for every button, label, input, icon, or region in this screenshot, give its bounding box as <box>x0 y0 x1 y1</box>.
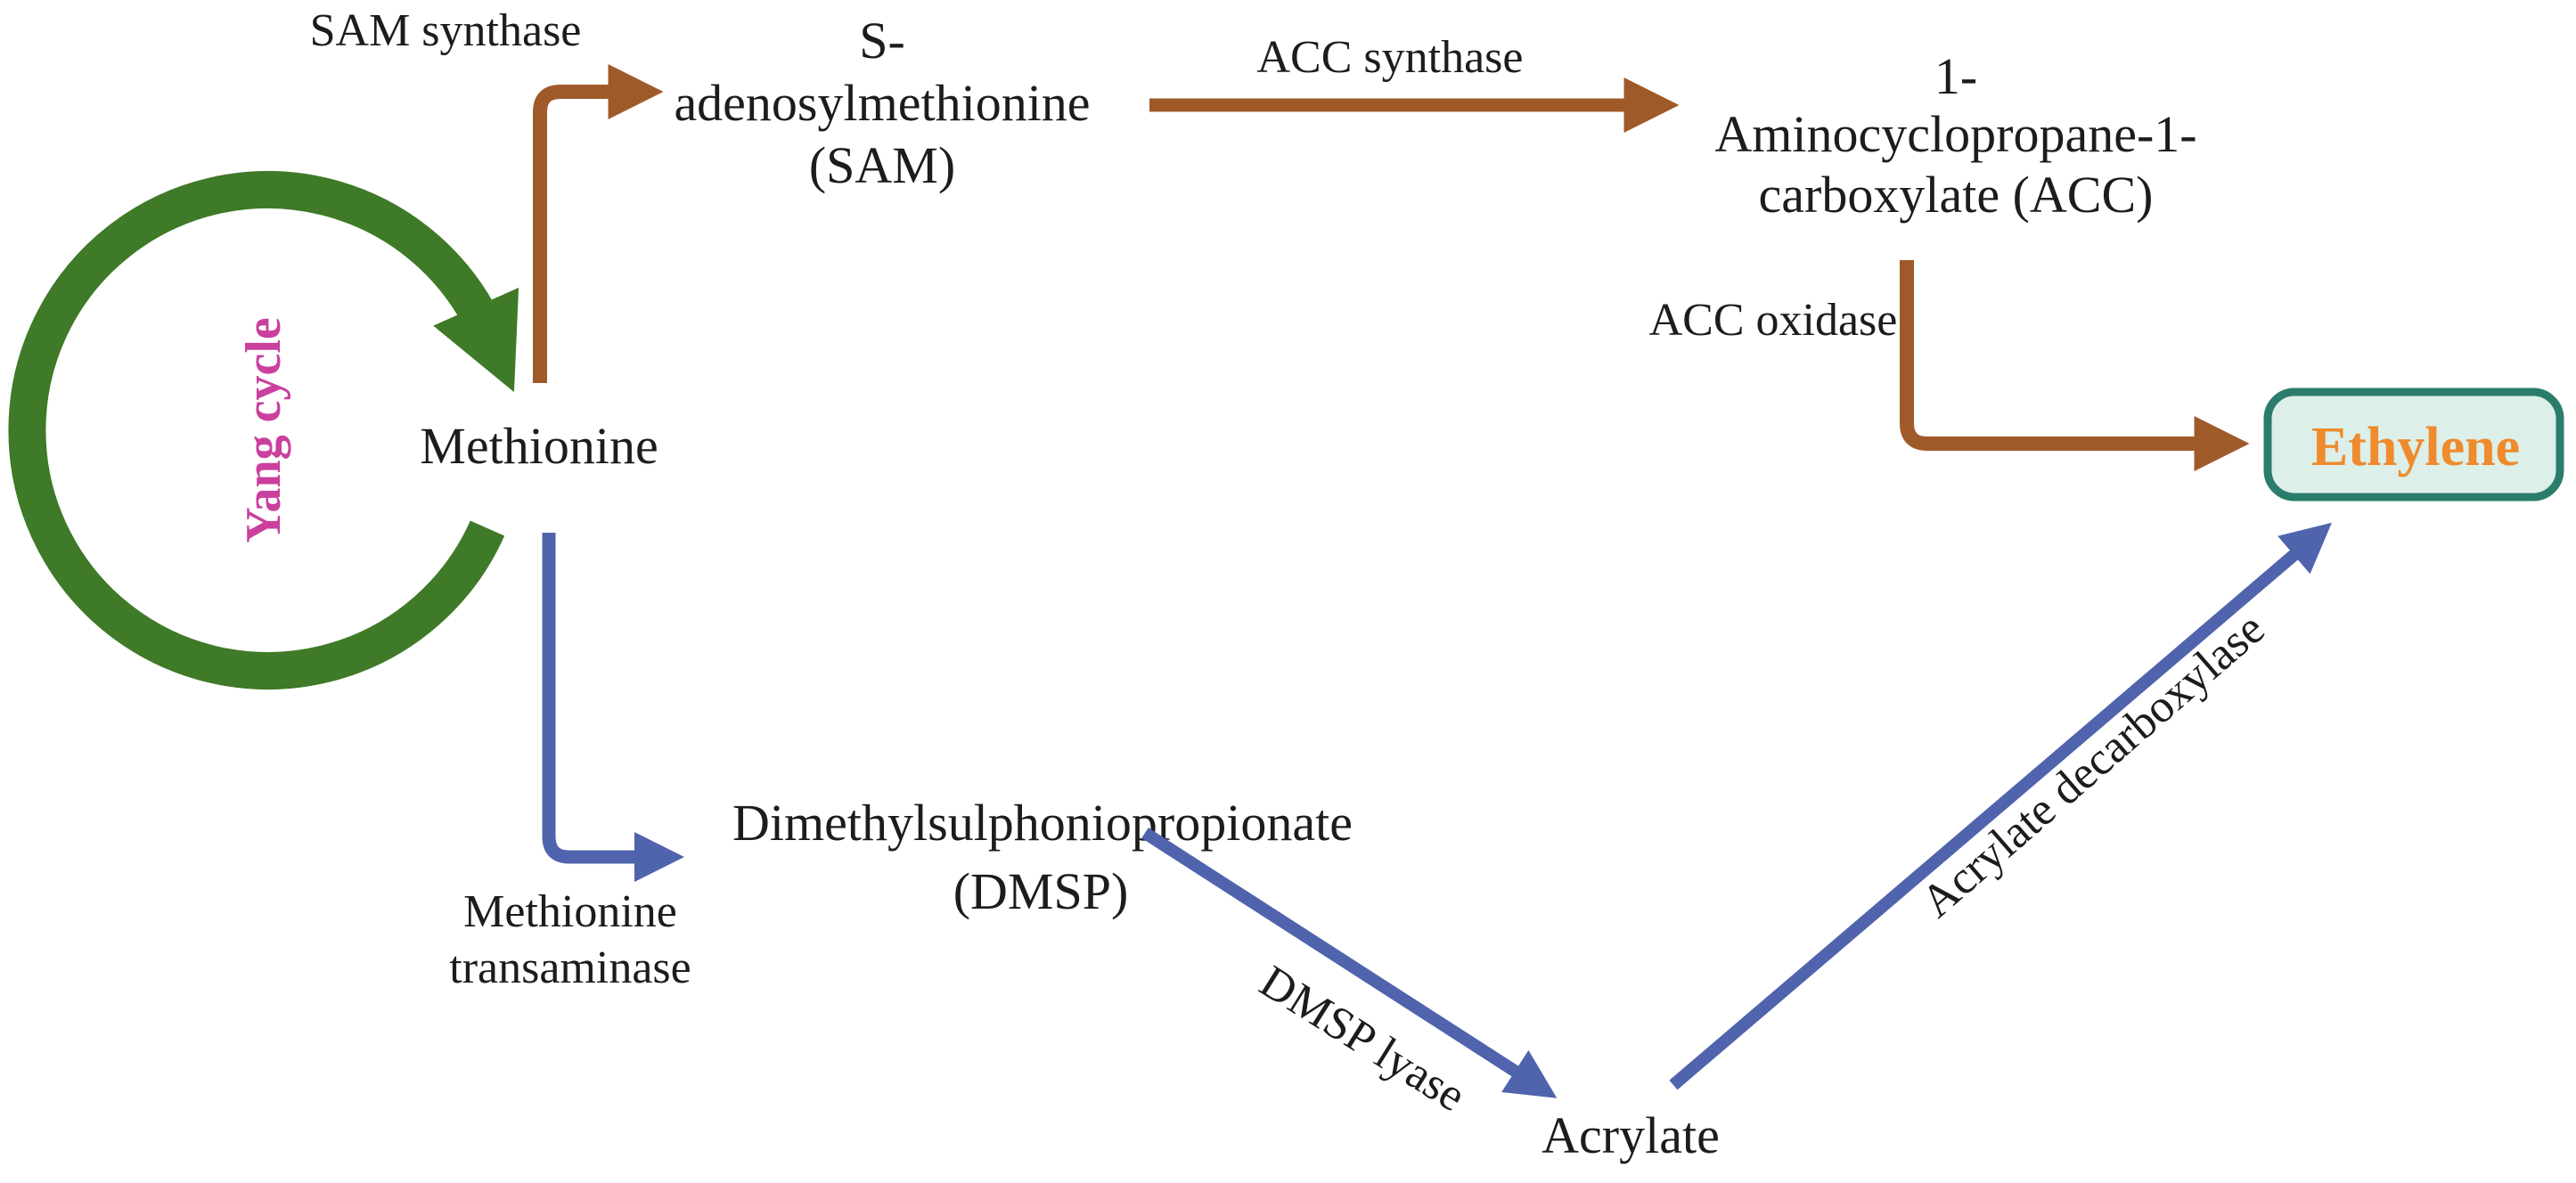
node-methionine: Methionine <box>420 417 658 475</box>
arrow-acc-to-ethylene <box>1900 260 2250 471</box>
enzyme-label-methionine-transaminase: Methionine transaminase <box>449 886 691 993</box>
enzyme-label-dmsp-lyase: DMSP lyase <box>1251 956 1474 1122</box>
node-sam-line3: (SAM) <box>809 136 955 194</box>
node-acc-line2: Aminocyclopropane-1- <box>1714 105 2196 163</box>
yang-cycle-label: Yang cycle <box>236 317 291 543</box>
enzyme-label-acrylate-decarboxylase: Acrylate decarboxylase <box>1912 603 2275 927</box>
enzyme-label-acc-oxidase: ACC oxidase <box>1649 295 1898 346</box>
enzyme-label-acc-synthase: ACC synthase <box>1257 32 1524 83</box>
yang-cycle-arrow <box>8 171 519 689</box>
node-ethylene: Ethylene <box>2263 388 2564 502</box>
node-ethylene-label: Ethylene <box>2311 417 2520 477</box>
node-dmsp-line1: Dimethylsulphoniopropionate <box>732 794 1353 852</box>
node-acc-line3: carboxylate (ACC) <box>1759 166 2154 224</box>
node-acc-line1: 1- <box>1934 47 1977 105</box>
ethylene-box <box>2263 388 2564 502</box>
arrow-dmsp-to-acrylate <box>1141 828 1558 1098</box>
node-sam: S- adenosylmethionine (SAM) <box>674 12 1090 194</box>
node-acc: 1- Aminocyclopropane-1- carboxylate (ACC… <box>1714 47 2196 224</box>
enzyme-label-methionine-transaminase-line2: transaminase <box>449 942 691 993</box>
arrow-methionine-to-dmsp <box>542 533 684 882</box>
enzyme-label-methionine-transaminase-line1: Methionine <box>463 886 677 937</box>
node-dmsp-line2: (DMSP) <box>953 862 1129 920</box>
enzyme-label-sam-synthase: SAM synthase <box>310 5 582 56</box>
node-sam-line2: adenosylmethionine <box>674 74 1090 132</box>
arrow-acrylate-to-ethylene <box>1669 522 2332 1090</box>
node-sam-line1: S- <box>859 12 905 69</box>
arrow-methionine-to-sam <box>533 64 664 383</box>
node-dmsp: Dimethylsulphoniopropionate (DMSP) <box>732 794 1353 920</box>
node-acrylate: Acrylate <box>1542 1106 1720 1164</box>
